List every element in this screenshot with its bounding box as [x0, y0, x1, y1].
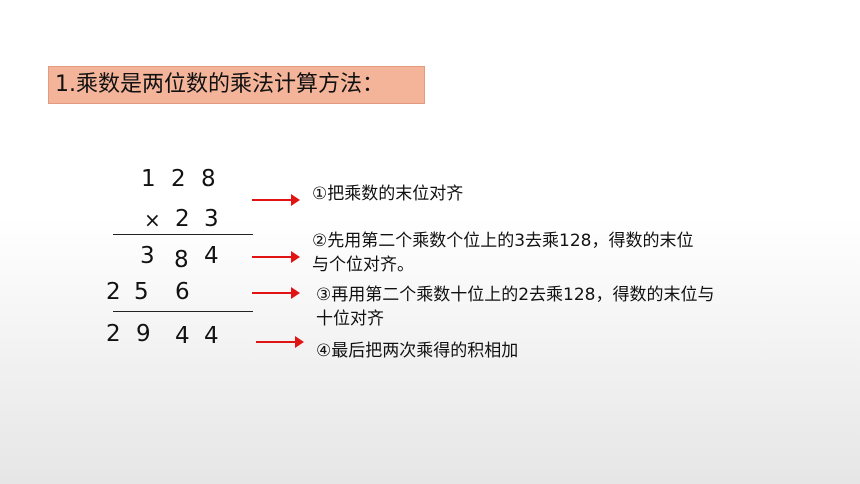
step-2-line1: ②先用第二个乘数个位上的3去乘128，得数的末位 — [312, 231, 694, 251]
multiplicand-digit: 1 — [141, 166, 156, 192]
step-3-line1: ③再用第二个乘数十位上的2去乘128，得数的末位与 — [316, 285, 715, 305]
step-3-line2: 十位对齐 — [316, 309, 384, 329]
multiplicand-digit: 2 — [171, 166, 186, 192]
multiplier-digit: 3 — [204, 206, 219, 232]
times-sign: × — [144, 208, 161, 232]
sum-line — [113, 311, 253, 312]
partial-product-1-digit: 4 — [204, 243, 219, 269]
arrow-icon — [252, 251, 300, 263]
result-digit: 4 — [175, 323, 190, 349]
step-4: ④最后把两次乘得的积相加 — [316, 339, 518, 363]
partial-product-2-digit: 5 — [134, 279, 149, 305]
step-1-text: ①把乘数的末位对齐 — [312, 184, 464, 204]
divider-line — [113, 234, 253, 235]
step-4-text: ④最后把两次乘得的积相加 — [316, 341, 519, 361]
partial-product-1-digit: 3 — [140, 243, 155, 269]
multiplier-digit: 2 — [175, 206, 190, 232]
arrow-icon — [252, 287, 300, 299]
result-digit: 2 — [106, 321, 121, 347]
method-title: 1.乘数是两位数的乘法计算方法： — [48, 66, 425, 104]
partial-product-2-digit: 2 — [106, 279, 121, 305]
partial-product-1-digit: 8 — [174, 247, 189, 273]
multiplicand-digit: 8 — [201, 166, 216, 192]
arrow-icon — [256, 336, 304, 348]
result-digit: 4 — [204, 323, 219, 349]
step-2-line2: 与个位对齐。 — [312, 255, 414, 275]
arrow-icon — [252, 194, 300, 206]
result-digit: 9 — [136, 321, 151, 347]
step-3: ③再用第二个乘数十位上的2去乘128，得数的末位与 十位对齐 — [316, 283, 715, 331]
step-1: ①把乘数的末位对齐 — [312, 182, 463, 206]
step-2: ②先用第二个乘数个位上的3去乘128，得数的末位 与个位对齐。 — [312, 229, 694, 277]
partial-product-2-digit: 6 — [175, 279, 190, 305]
